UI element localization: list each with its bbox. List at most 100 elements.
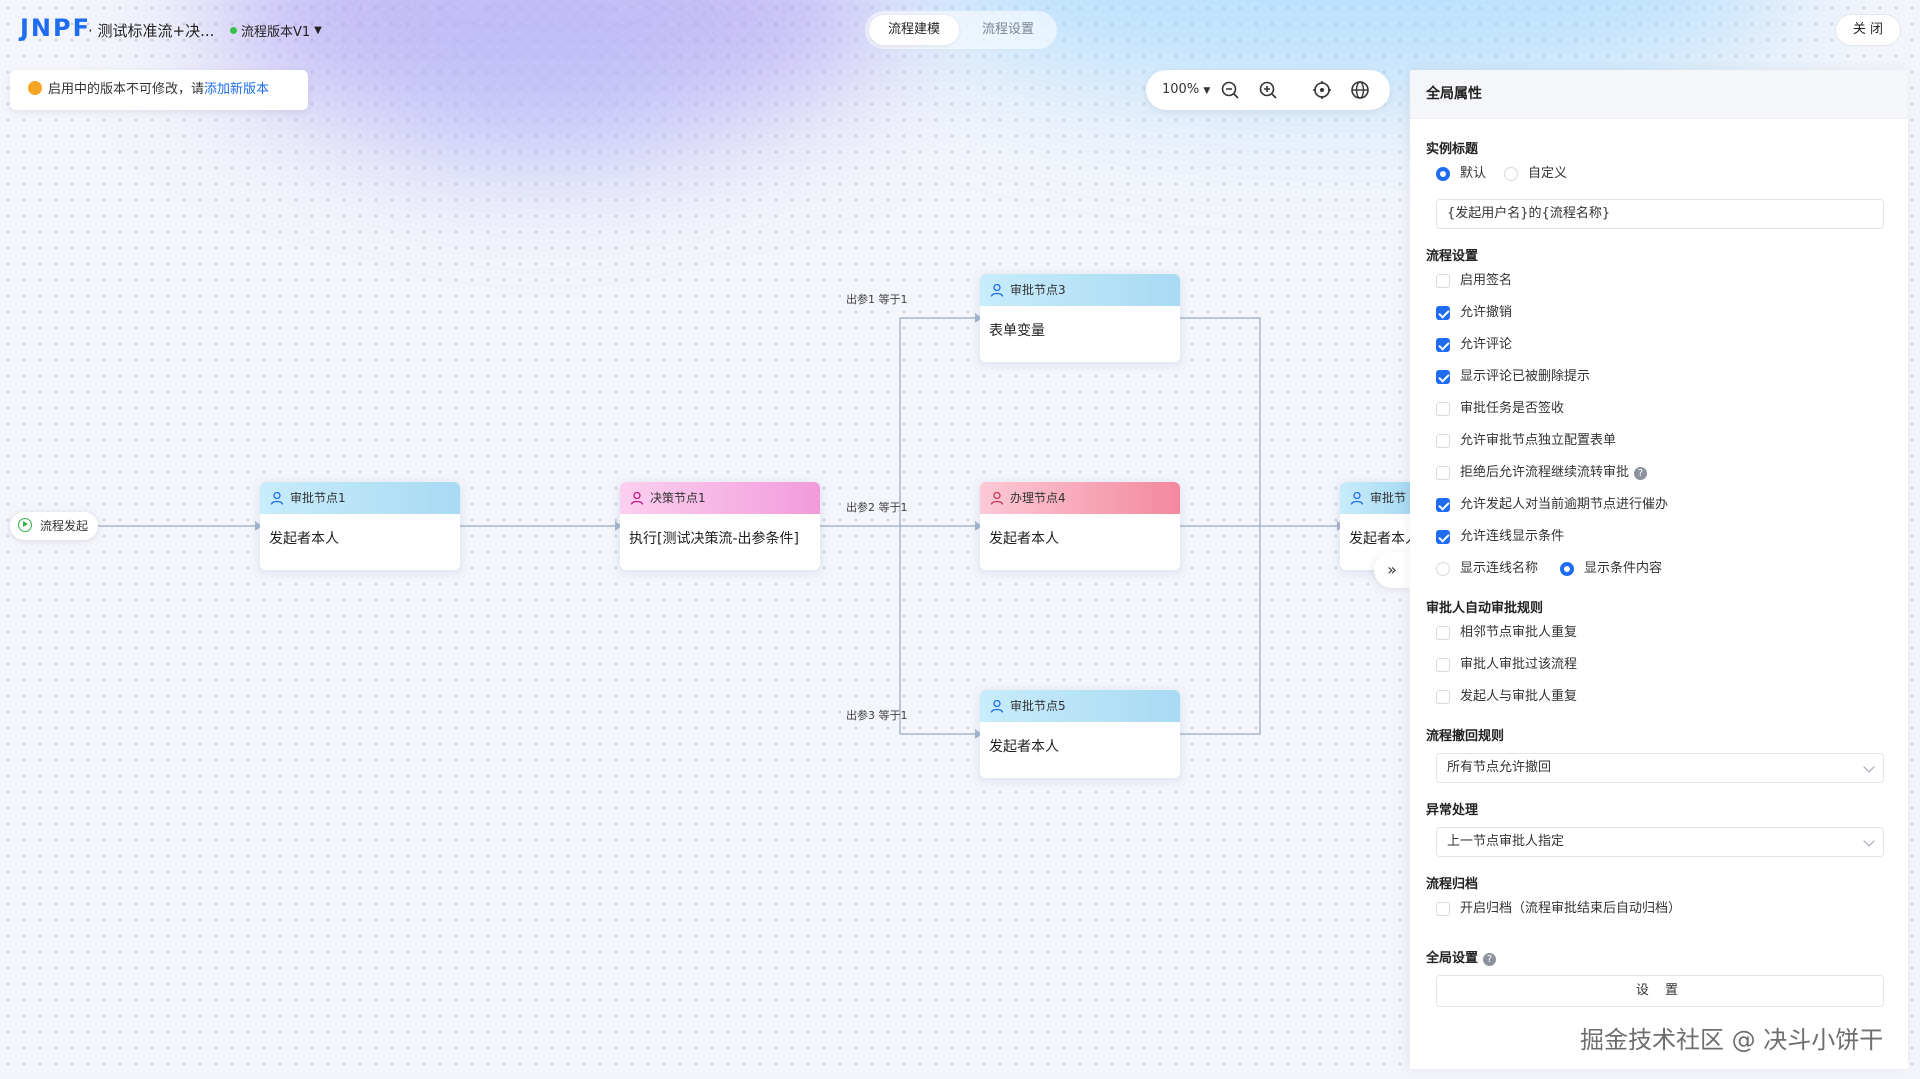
flow-canvas[interactable]: 出参1 等于1 出参2 等于1 出参3 等于1 流程发起 审批节点1 发起者本人… (0, 0, 1410, 1079)
radio-custom[interactable]: 自定义 (1504, 164, 1567, 184)
user-icon (990, 699, 1004, 713)
node-title: 审批节点3 (1010, 283, 1066, 297)
mode-tabs: 流程建模 流程设置 (865, 11, 1057, 49)
node-content: 发起者本人 (1349, 531, 1410, 547)
checkbox-independent-form[interactable]: 允许审批节点独立配置表单 (1436, 431, 1616, 451)
user-icon (270, 491, 284, 505)
checkbox-show-line-condition[interactable]: 允许连线显示条件 (1436, 527, 1564, 547)
checkbox-enable-signature[interactable]: 启用签名 (1436, 271, 1512, 291)
zoom-toolbar: 100% ▼ (1146, 70, 1390, 110)
node-content: 执行[测试决策流-出参条件] (629, 531, 799, 547)
tab-flow-settings[interactable]: 流程设置 (981, 22, 1034, 37)
checkbox-task-sign-receive[interactable]: 审批任务是否签收 (1436, 399, 1564, 419)
checkbox-icon (1436, 434, 1450, 448)
start-node[interactable]: 流程发起 (10, 512, 98, 540)
checkbox-label: 允许评论 (1460, 337, 1513, 352)
checkbox-label: 审批人审批过该流程 (1460, 657, 1578, 672)
section-archive: 流程归档 (1426, 877, 1479, 892)
checkbox-icon (1436, 902, 1450, 916)
checkbox-label: 允许撤销 (1460, 305, 1513, 320)
flow-node-decision[interactable]: 决策节点1 执行[测试决策流-出参条件] (620, 482, 820, 570)
section-instance-title: 实例标题 (1426, 142, 1479, 157)
node-title: 审批节点5 (1010, 699, 1066, 713)
checkbox-icon (1436, 466, 1450, 480)
expand-panel-button[interactable]: » (1374, 552, 1410, 588)
global-settings-button[interactable]: 设 置 (1436, 975, 1884, 1007)
radio-show-line-name[interactable]: 显示连线名称 (1436, 559, 1538, 579)
checkbox-enable-archive[interactable]: 开启归档（流程审批结束后自动归档） (1436, 899, 1681, 919)
readonly-notice: 启用中的版本不可修改，请添加新版本 (10, 70, 308, 110)
checkbox-continue-after-reject[interactable]: 拒绝后允许流程继续流转审批? (1436, 463, 1648, 483)
node-title: 审批节 (1370, 491, 1407, 505)
flow-node-approval[interactable]: 审批节点3 表单变量 (980, 274, 1180, 362)
checkbox-icon (1436, 274, 1450, 288)
checkbox-initiator-duplicate[interactable]: 发起人与审批人重复 (1436, 687, 1577, 707)
help-icon[interactable]: ? (1483, 953, 1497, 966)
checkbox-icon (1436, 370, 1450, 384)
zoom-out-icon[interactable] (1220, 80, 1240, 100)
notice-text: 启用中的版本不可修改，请 (48, 82, 205, 97)
zoom-in-icon[interactable] (1258, 80, 1278, 100)
checkbox-icon (1436, 402, 1450, 416)
radio-icon (1436, 167, 1450, 181)
revoke-rule-select[interactable]: 所有节点允许撤回 (1436, 753, 1884, 783)
panel-title: 全局属性 (1410, 70, 1908, 119)
caret-down-icon: ▼ (314, 25, 322, 36)
checkbox-label: 允许审批节点独立配置表单 (1460, 433, 1617, 448)
exception-select[interactable]: 上一节点审批人指定 (1436, 827, 1884, 857)
instance-title-input[interactable]: {发起用户名}的{流程名称} (1436, 199, 1884, 229)
version-label: 流程版本V1 (241, 25, 311, 40)
node-content: 发起者本人 (989, 739, 1059, 755)
select-value: 所有节点允许撤回 (1447, 760, 1552, 775)
section-label: 全局设置 (1426, 951, 1479, 966)
flow-node-approval[interactable]: 审批节点1 发起者本人 (260, 482, 460, 570)
checkbox-allow-revoke[interactable]: 允许撤销 (1436, 303, 1512, 323)
node-content: 发起者本人 (989, 531, 1059, 547)
app-title: · 测试标准流+决... (88, 22, 215, 40)
user-icon (630, 491, 644, 505)
node-header: 办理节点4 (980, 482, 1180, 514)
checkbox-show-deleted-comment[interactable]: 显示评论已被删除提示 (1436, 367, 1590, 387)
zoom-select[interactable]: 100% ▼ (1162, 82, 1210, 97)
flow-node-approval[interactable]: 审批节点5 发起者本人 (980, 690, 1180, 778)
node-header: 审批节点1 (260, 482, 460, 514)
checkbox-icon (1436, 530, 1450, 544)
radio-label: 显示连线名称 (1460, 561, 1539, 576)
edge-n2-branches (820, 318, 901, 734)
play-icon (18, 518, 32, 532)
checkbox-allow-urge[interactable]: 允许发起人对当前逾期节点进行催办 (1436, 495, 1668, 515)
user-icon (1350, 491, 1364, 505)
radio-icon (1560, 562, 1574, 576)
radio-label: 默认 (1460, 166, 1487, 181)
add-version-link[interactable]: 添加新版本 (204, 82, 270, 97)
caret-down-icon: ▼ (1203, 86, 1211, 96)
checkbox-label: 拒绝后允许流程继续流转审批 (1460, 465, 1630, 480)
radio-default[interactable]: 默认 (1436, 164, 1486, 184)
checkbox-icon (1436, 658, 1450, 672)
checkbox-label: 审批任务是否签收 (1460, 401, 1565, 416)
tab-flow-modeling[interactable]: 流程建模 (869, 15, 959, 45)
edge-label: 出参2 等于1 (846, 501, 908, 514)
checkbox-adjacent-duplicate[interactable]: 相邻节点审批人重复 (1436, 623, 1577, 643)
close-button[interactable]: 关 闭 (1835, 14, 1901, 46)
version-selector[interactable]: 流程版本V1 ▼ (230, 21, 322, 40)
node-header: 审批节 (1340, 482, 1410, 514)
locate-icon[interactable] (1312, 80, 1332, 100)
checkbox-approved-before[interactable]: 审批人审批过该流程 (1436, 655, 1577, 675)
checkbox-icon (1436, 338, 1450, 352)
node-content: 发起者本人 (269, 531, 339, 547)
checkbox-allow-comment[interactable]: 允许评论 (1436, 335, 1512, 355)
globe-icon[interactable] (1350, 80, 1370, 100)
section-auto-approve: 审批人自动审批规则 (1426, 601, 1544, 616)
checkbox-icon (1436, 690, 1450, 704)
zoom-value: 100% (1162, 82, 1200, 97)
checkbox-icon (1436, 498, 1450, 512)
checkbox-label: 启用签名 (1460, 273, 1513, 288)
help-icon[interactable]: ? (1634, 466, 1648, 480)
flow-node-handle[interactable]: 办理节点4 发起者本人 (980, 482, 1180, 570)
radio-icon (1436, 562, 1450, 576)
node-header: 审批节点3 (980, 274, 1180, 306)
start-node-label: 流程发起 (40, 519, 89, 533)
radio-show-condition-content[interactable]: 显示条件内容 (1560, 559, 1662, 579)
node-header: 审批节点5 (980, 690, 1180, 722)
